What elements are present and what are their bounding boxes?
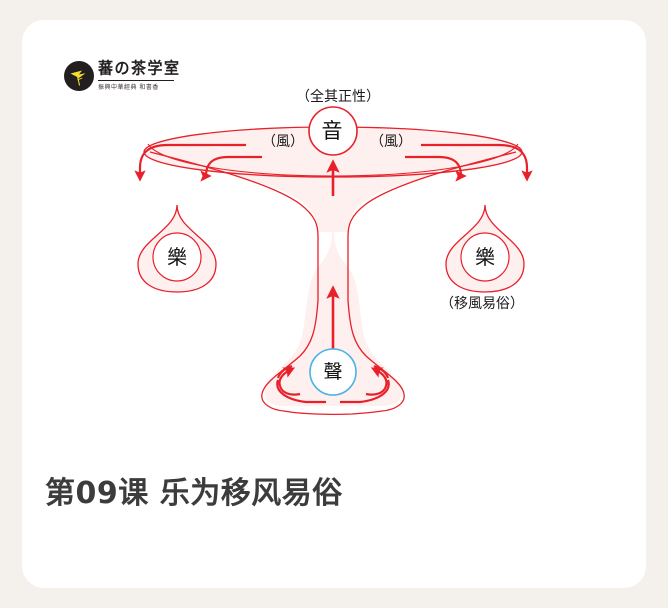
page-title: 第09课 乐为移风易俗 <box>45 476 343 511</box>
label-quanqizhengxing: （全其正性） <box>296 89 380 105</box>
node-label-sheng: 聲 <box>323 361 343 383</box>
node-label-le-left: 樂 <box>167 245 187 269</box>
logo-text-block: 蕃の茶学室 振興中華經典 和書香 <box>98 59 181 95</box>
logo-title: 蕃の茶学室 <box>98 59 181 78</box>
label-feng-left: （風） <box>262 134 304 150</box>
node-label-yin: 音 <box>321 119 343 143</box>
logo-subtitle: 振興中華經典 和書香 <box>98 80 174 92</box>
label-yifengyisu: （移風易俗） <box>440 296 524 312</box>
brand-logo: 蕃の茶学室 振興中華經典 和書香 <box>64 59 181 99</box>
bird-logo-icon <box>70 70 86 86</box>
node-label-le-right: 樂 <box>475 245 495 269</box>
label-feng-right: （風） <box>370 134 412 150</box>
logo-circle-badge <box>64 61 94 91</box>
